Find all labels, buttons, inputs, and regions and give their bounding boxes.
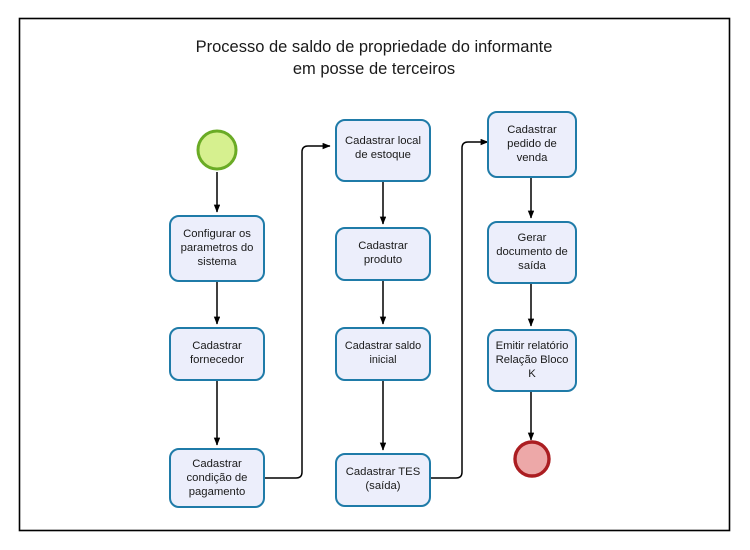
task-cadastrar-condicao-pagamento-line2: condição de	[187, 472, 248, 484]
task-cadastrar-tes-saida-line1: Cadastrar TES	[346, 466, 421, 478]
task-configurar-parametros-line1: Configurar os	[183, 228, 251, 240]
task-cadastrar-produto-line2: produto	[364, 254, 402, 266]
task-cadastrar-fornecedor-box[interactable]	[169, 327, 265, 381]
task-cadastrar-pedido-venda[interactable]: Cadastrar pedido de venda	[487, 111, 577, 178]
task-cadastrar-condicao-pagamento-line1: Cadastrar	[192, 458, 242, 470]
task-cadastrar-tes-saida[interactable]: Cadastrar TES (saída)	[335, 453, 431, 507]
task-cadastrar-local-estoque-line2: de estoque	[355, 149, 411, 161]
task-configurar-parametros[interactable]: Configurar os parametros do sistema	[169, 215, 265, 282]
task-configurar-parametros-box[interactable]	[169, 215, 265, 282]
task-cadastrar-produto-box[interactable]	[335, 227, 431, 281]
task-emitir-relatorio-bloco-k-line2: Relação Bloco	[496, 354, 569, 366]
end-event-node[interactable]	[513, 440, 551, 478]
task-gerar-documento-saida-line1: Gerar	[518, 232, 547, 244]
task-cadastrar-local-estoque-line1: Cadastrar local	[345, 135, 421, 147]
connector-layer	[213, 138, 535, 479]
task-cadastrar-saldo-inicial-line1: Cadastrar saldo	[345, 340, 421, 352]
task-cadastrar-local-estoque[interactable]: Cadastrar local de estoque	[335, 119, 431, 182]
task-emitir-relatorio-bloco-k[interactable]: Emitir relatório Relação Bloco K	[487, 329, 577, 392]
page-title-line2: em posse de terceiros	[293, 60, 455, 78]
page-title: Processo de saldo de propriedade do info…	[196, 38, 553, 78]
task-configurar-parametros-line2: parametros do	[181, 242, 254, 254]
task-cadastrar-fornecedor[interactable]: Cadastrar fornecedor	[169, 327, 265, 381]
task-emitir-relatorio-bloco-k-box[interactable]	[487, 329, 577, 392]
task-cadastrar-saldo-inicial-box[interactable]	[335, 327, 431, 381]
task-cadastrar-saldo-inicial-line2: inicial	[369, 354, 396, 366]
page-title-line1: Processo de saldo de propriedade do info…	[196, 38, 553, 56]
task-cadastrar-pedido-venda-line3: venda	[517, 152, 548, 164]
task-cadastrar-condicao-pagamento-box[interactable]	[169, 448, 265, 508]
connector-tes-to-pedido-venda	[430, 138, 489, 479]
task-cadastrar-tes-saida-box[interactable]	[335, 453, 431, 507]
task-cadastrar-produto-line1: Cadastrar	[358, 240, 408, 252]
task-cadastrar-condicao-pagamento-line3: pagamento	[189, 486, 246, 498]
connector-condicao-to-local-estoque	[264, 142, 331, 479]
task-cadastrar-local-estoque-box[interactable]	[335, 119, 431, 182]
task-gerar-documento-saida[interactable]: Gerar documento de saída	[487, 221, 577, 284]
task-gerar-documento-saida-line3: saída	[518, 260, 546, 272]
task-cadastrar-pedido-venda-box[interactable]	[487, 111, 577, 178]
task-emitir-relatorio-bloco-k-line1: Emitir relatório	[496, 340, 569, 352]
task-gerar-documento-saida-box[interactable]	[487, 221, 577, 284]
task-cadastrar-produto[interactable]: Cadastrar produto	[335, 227, 431, 281]
task-cadastrar-condicao-pagamento[interactable]: Cadastrar condição de pagamento	[169, 448, 265, 508]
task-cadastrar-fornecedor-line1: Cadastrar	[192, 340, 242, 352]
start-event-node[interactable]	[196, 129, 238, 171]
task-cadastrar-fornecedor-line2: fornecedor	[190, 354, 244, 366]
task-emitir-relatorio-bloco-k-line3: K	[528, 368, 536, 380]
task-cadastrar-saldo-inicial[interactable]: Cadastrar saldo inicial	[335, 327, 431, 381]
task-gerar-documento-saida-line2: documento de	[496, 246, 568, 258]
task-cadastrar-pedido-venda-line1: Cadastrar	[507, 124, 557, 136]
task-cadastrar-tes-saida-line2: (saída)	[365, 480, 400, 492]
task-cadastrar-pedido-venda-line2: pedido de	[507, 138, 557, 150]
task-configurar-parametros-line3: sistema	[198, 256, 238, 268]
